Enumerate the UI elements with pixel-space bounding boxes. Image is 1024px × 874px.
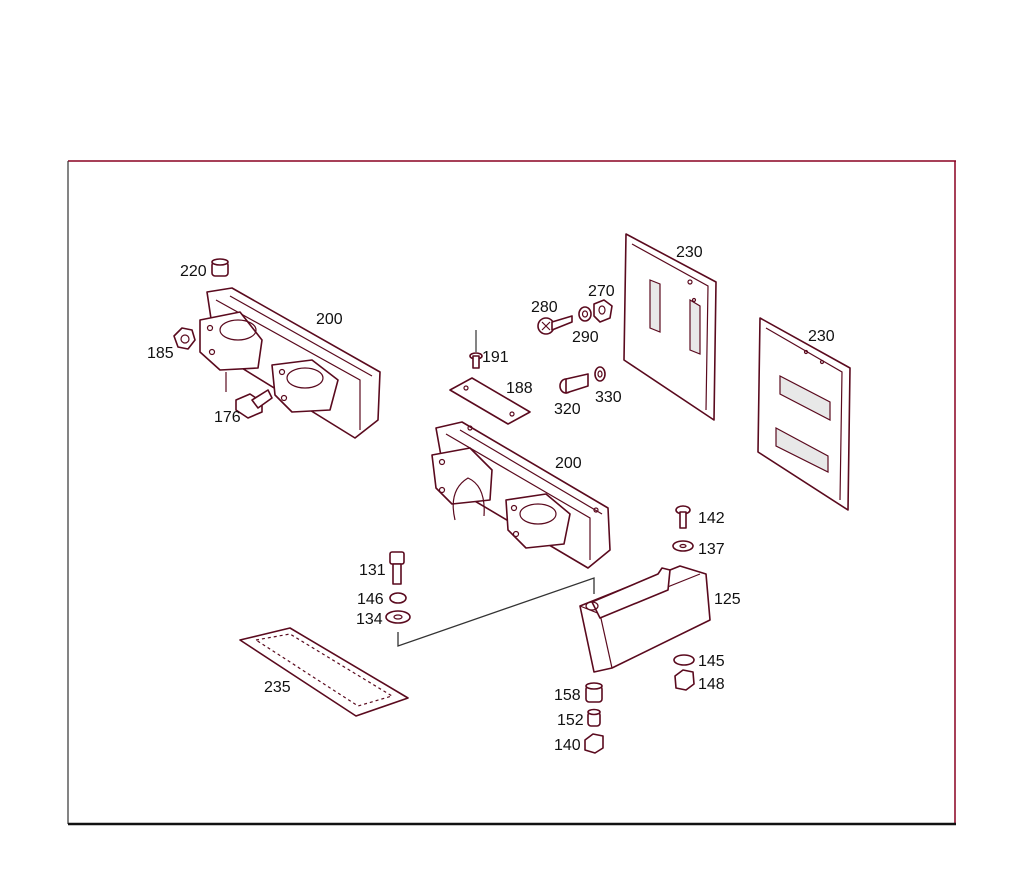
label-152: 152	[557, 712, 584, 729]
label-176: 176	[214, 409, 241, 426]
label-330: 330	[595, 389, 622, 406]
label-280: 280	[531, 299, 558, 316]
label-145: 145	[698, 653, 725, 670]
part-185-nut	[173, 327, 196, 350]
part-320-bolt	[559, 373, 589, 394]
label-270: 270	[588, 283, 615, 300]
label-134: 134	[356, 611, 383, 628]
label-200-upper: 200	[316, 311, 343, 328]
part-270-clip-nut	[593, 299, 613, 323]
part-142-bolt	[675, 505, 691, 529]
label-200-lower: 200	[555, 455, 582, 472]
part-125-step	[579, 565, 711, 673]
label-142: 142	[698, 510, 725, 527]
part-158-spacer	[585, 682, 603, 703]
label-146: 146	[357, 591, 384, 608]
part-230-mud-flap-rear	[757, 317, 851, 511]
part-230-mud-flap-front	[623, 233, 717, 421]
label-131: 131	[359, 562, 386, 579]
diagram-frame	[67, 160, 956, 826]
part-290-washer	[578, 306, 592, 322]
part-191-screw	[469, 330, 483, 369]
label-290: 290	[572, 329, 599, 346]
leader-line-step	[397, 577, 595, 647]
part-131-bolt	[389, 551, 405, 585]
label-191: 191	[482, 349, 509, 366]
label-235: 235	[264, 679, 291, 696]
part-152-spacer	[587, 708, 601, 727]
label-158: 158	[554, 687, 581, 704]
label-230-front: 230	[676, 244, 703, 261]
part-176-bolt	[235, 389, 273, 419]
part-235-tread-plate	[239, 627, 409, 717]
label-148: 148	[698, 676, 725, 693]
label-185: 185	[147, 345, 174, 362]
part-200-lower-bracket	[431, 421, 611, 569]
part-188-plate	[449, 377, 531, 425]
label-140: 140	[554, 737, 581, 754]
part-137-washer	[672, 540, 694, 552]
label-137: 137	[698, 541, 725, 558]
label-230-rear: 230	[808, 328, 835, 345]
part-330-washer	[594, 366, 606, 382]
label-220: 220	[180, 263, 207, 280]
part-220-cap	[211, 258, 229, 277]
part-140-nut	[584, 733, 604, 754]
part-134-washer	[385, 610, 411, 624]
label-188: 188	[506, 380, 533, 397]
part-145-washer	[673, 654, 695, 666]
part-200-upper-bracket	[199, 287, 381, 439]
label-320: 320	[554, 401, 581, 418]
part-280-screw	[537, 315, 573, 335]
part-146-washer	[389, 592, 407, 604]
part-148-nut	[674, 669, 695, 691]
label-125: 125	[714, 591, 741, 608]
